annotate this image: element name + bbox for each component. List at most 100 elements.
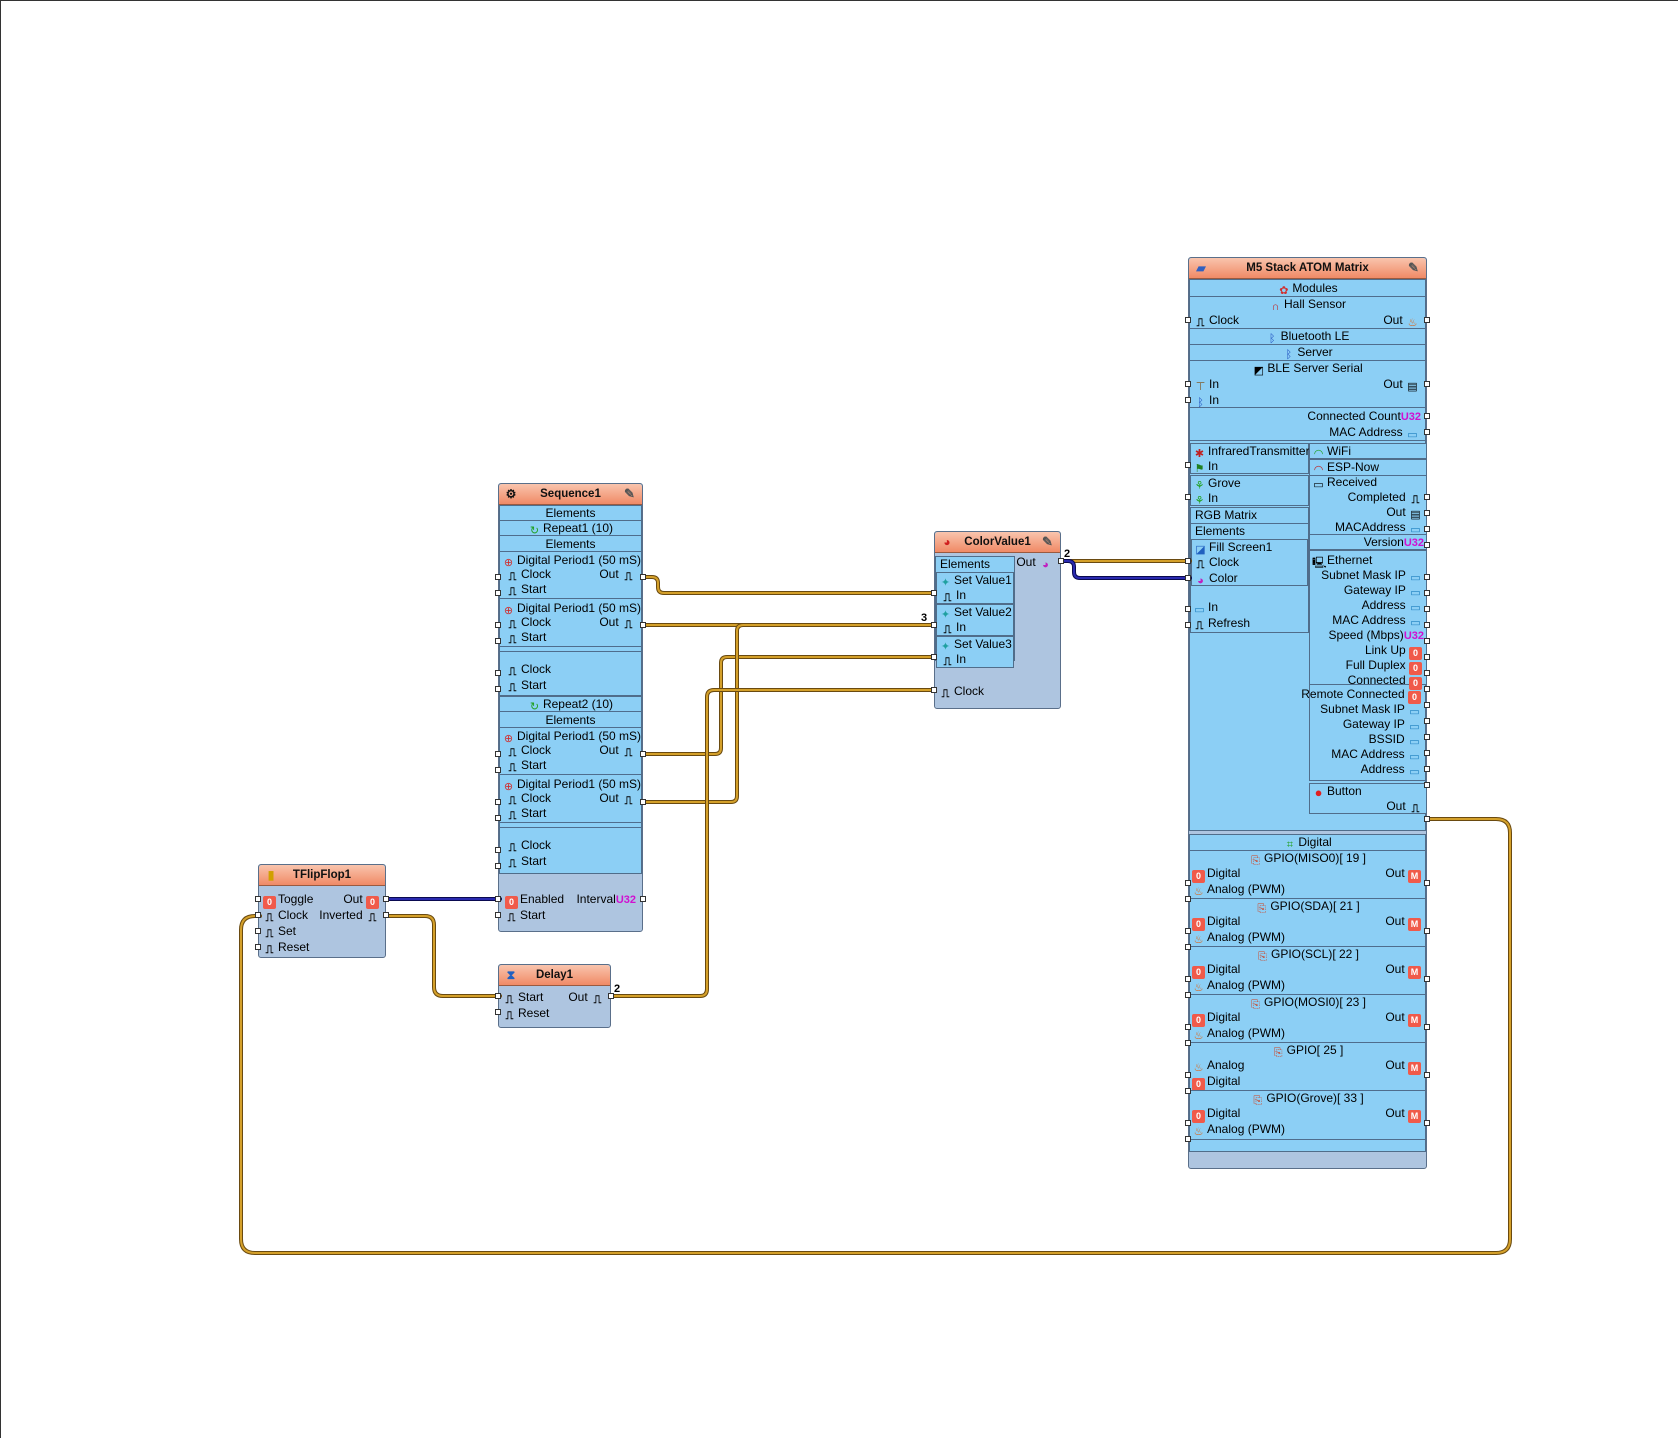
pin-period1-start[interactable]	[495, 590, 501, 596]
pin-ble-in1[interactable]	[1185, 381, 1191, 387]
pin-period1-clock[interactable]	[495, 574, 501, 580]
pin-eth-speed[interactable]	[1424, 638, 1430, 644]
pin-received-mac[interactable]	[1424, 526, 1430, 532]
infrared-transmitter-block[interactable]: ✱InfraredTransmitter ⚑In	[1190, 443, 1310, 475]
esp-now-block[interactable]: ◠ESP-Now ▭Received Completed ⎍ Out ▤ MAC…	[1309, 459, 1427, 550]
pin-gpio-3-out[interactable]	[1424, 1024, 1430, 1030]
pin-gpio-4-analog[interactable]	[1185, 1072, 1191, 1078]
pin-gpio-5-digital[interactable]	[1185, 1120, 1191, 1126]
pin-connected-count[interactable]	[1424, 413, 1430, 419]
pin-tflipflop-toggle[interactable]	[255, 896, 261, 902]
pin-period2-clock[interactable]	[495, 622, 501, 628]
colorvalue-header[interactable]: ◕ ColorValue1 ✎	[935, 532, 1060, 553]
pin-gpio-1-out[interactable]	[1424, 928, 1430, 934]
pin-eth-subnet[interactable]	[1424, 574, 1430, 580]
pin-period2-start[interactable]	[495, 638, 501, 644]
pin-wifi-subnet[interactable]	[1424, 718, 1430, 724]
pin-gpio-1-digital[interactable]	[1185, 928, 1191, 934]
pin-ble-mac[interactable]	[1424, 429, 1430, 435]
pin-gpio-4-out[interactable]	[1424, 1072, 1430, 1078]
pin-set-value1-in[interactable]	[931, 590, 937, 596]
pin-received-out[interactable]	[1424, 510, 1430, 516]
wrench-tool-icon[interactable]: ✎	[624, 486, 635, 501]
delay-component[interactable]: ⧗ Delay1 ⎍Start ⎍Reset Out ⎍	[498, 964, 611, 1028]
pin-wifi-mac[interactable]	[1424, 766, 1430, 772]
pin-gpio-5-out[interactable]	[1424, 1120, 1430, 1126]
pin-eth-link[interactable]	[1424, 654, 1430, 660]
pin-remote-connected[interactable]	[1424, 702, 1430, 708]
pin-repeat2-start[interactable]	[495, 863, 501, 869]
sequence-component[interactable]: ⚙ Sequence1 ✎ Elements ↻Repeat1 (10) Ele…	[498, 483, 643, 932]
sequence-header[interactable]: ⚙ Sequence1 ✎	[499, 484, 642, 505]
pin-hall-clock[interactable]	[1185, 317, 1191, 323]
pin-rgb-in[interactable]	[1185, 606, 1191, 612]
pin-set-value3-in[interactable]	[931, 654, 937, 660]
pin-period2-out[interactable]	[640, 622, 646, 628]
pin-eth-connected[interactable]	[1424, 686, 1430, 692]
pin-period3-clock[interactable]	[495, 751, 501, 757]
colorvalue-component[interactable]: ◕ ColorValue1 ✎ Elements ✦Set Value1 ⎍In…	[934, 531, 1061, 709]
pin-grove-in[interactable]	[1185, 494, 1191, 500]
pin-sequence-interval[interactable]	[640, 896, 646, 902]
pin-completed[interactable]	[1424, 494, 1430, 500]
pin-delay-reset[interactable]	[495, 1009, 501, 1015]
pin-ble-out[interactable]	[1424, 381, 1430, 387]
pin-eth-gateway[interactable]	[1424, 590, 1430, 596]
pin-gpio-5-analog[interactable]	[1185, 1136, 1191, 1142]
wifi-block[interactable]: ◠WiFi	[1309, 443, 1427, 460]
pin-period3-out[interactable]	[640, 751, 646, 757]
set-value3-item[interactable]: ✦Set Value3 ⎍In	[936, 636, 1014, 668]
pin-gpio-2-digital[interactable]	[1185, 976, 1191, 982]
pin-sequence-enabled[interactable]	[495, 896, 501, 902]
pin-fill-screen-color[interactable]	[1185, 575, 1191, 581]
pin-wifi-gateway[interactable]	[1424, 734, 1430, 740]
pin-wifi-bssid[interactable]	[1424, 750, 1430, 756]
grove-block[interactable]: ⚘Grove ⚘In	[1190, 475, 1309, 507]
pin-version[interactable]	[1424, 542, 1430, 548]
m5-header[interactable]: ▰ M5 Stack ATOM Matrix ✎	[1189, 258, 1426, 279]
wrench-tool-icon[interactable]: ✎	[1042, 534, 1053, 549]
pin-repeat1-start[interactable]	[495, 686, 501, 692]
pin-repeat2-clock[interactable]	[495, 847, 501, 853]
pin-hall-out[interactable]	[1424, 317, 1430, 323]
tflipflop-header[interactable]: ▮ TFlipFlop1	[259, 865, 385, 886]
pin-period1-out[interactable]	[640, 574, 646, 580]
delay-header[interactable]: ⧗ Delay1	[499, 965, 610, 986]
pin-gpio-0-digital[interactable]	[1185, 880, 1191, 886]
pin-delay-start[interactable]	[495, 993, 501, 999]
pin-infrared-in[interactable]	[1185, 462, 1191, 468]
pin-gpio-2-analog[interactable]	[1185, 992, 1191, 998]
pin-tflipflop-set[interactable]	[255, 928, 261, 934]
pin-period4-clock[interactable]	[495, 799, 501, 805]
pin-gpio-4-digital[interactable]	[1185, 1088, 1191, 1094]
pin-repeat1-clock[interactable]	[495, 670, 501, 676]
repeat2-section[interactable]: ↻Repeat2 (10) Elements ⊕Digital Period1 …	[499, 696, 642, 874]
pin-tflipflop-out[interactable]	[383, 896, 389, 902]
pin-eth-address[interactable]	[1424, 606, 1430, 612]
pin-gpio-2-out[interactable]	[1424, 976, 1430, 982]
pin-period4-out[interactable]	[640, 799, 646, 805]
colorvalue-elements-section[interactable]: Elements ✦Set Value1 ⎍In ✦Set Value2 ⎍In…	[935, 556, 1015, 668]
pin-fill-screen-clock[interactable]	[1185, 558, 1191, 564]
pin-gpio-0-analog[interactable]	[1185, 896, 1191, 902]
pin-rgb-refresh[interactable]	[1185, 622, 1191, 628]
pin-gpio-3-digital[interactable]	[1185, 1024, 1191, 1030]
set-value1-item[interactable]: ✦Set Value1 ⎍In	[936, 572, 1014, 604]
pin-period4-start[interactable]	[495, 815, 501, 821]
wrench-tool-icon[interactable]: ✎	[1408, 260, 1419, 275]
pin-eth-mac[interactable]	[1424, 622, 1430, 628]
pin-gpio-0-out[interactable]	[1424, 880, 1430, 886]
pin-eth-duplex[interactable]	[1424, 670, 1430, 676]
fill-screen-item[interactable]: ◪Fill Screen1 ⎍Clock ◕Color	[1191, 539, 1308, 587]
pin-tflipflop-inverted[interactable]	[383, 912, 389, 918]
pin-gpio-3-analog[interactable]	[1185, 1040, 1191, 1046]
pin-gpio-1-analog[interactable]	[1185, 944, 1191, 950]
pin-set-value2-in[interactable]	[931, 622, 937, 628]
pin-button-out[interactable]	[1424, 816, 1430, 822]
pin-tflipflop-clock[interactable]	[255, 912, 261, 918]
set-value2-item[interactable]: ✦Set Value2 ⎍In	[936, 604, 1014, 636]
pin-wifi-address[interactable]	[1424, 782, 1430, 788]
pin-colorvalue-clock[interactable]	[931, 687, 937, 693]
